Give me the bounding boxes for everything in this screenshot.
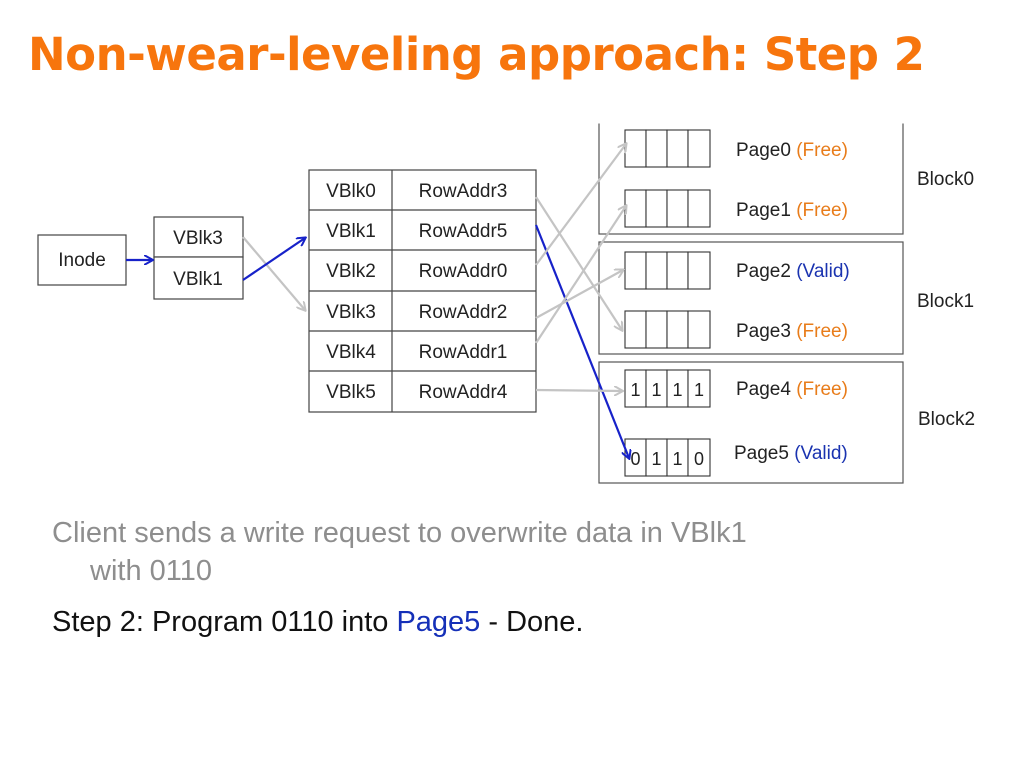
page-status-5: (Free) <box>796 379 848 400</box>
svg-text:Page4 (Free): Page4 (Free) <box>736 379 848 400</box>
mapping-table: VBlk0 RowAddr3 VBlk1 RowAddr5 VBlk2 RowA… <box>308 169 537 413</box>
page-5-bit-1: 1 <box>630 380 640 400</box>
table-row-addr-6: RowAddr4 <box>419 382 508 403</box>
table-row-addr-1: RowAddr3 <box>419 181 508 202</box>
description-line-1: Client sends a write request to overwrit… <box>52 517 747 549</box>
file-block-list: VBlk3 VBlk1 <box>153 216 244 300</box>
page-status-4: (Free) <box>796 321 848 342</box>
block-label-0: Block0 <box>917 169 974 190</box>
page-status-1: (Free) <box>796 140 848 161</box>
inode-box <box>37 234 127 286</box>
step-description: Step 2: Program 0110 into Page5 - Done. <box>52 603 952 641</box>
svg-text:Page3 (Free): Page3 (Free) <box>736 321 848 342</box>
table-row-addr-2: RowAddr5 <box>419 221 508 242</box>
page-3: Page2 (Valid) <box>624 251 850 290</box>
svg-text:Page1 (Free): Page1 (Free) <box>736 200 848 221</box>
step-label: Step 2 <box>52 606 136 638</box>
edge-2 <box>242 236 305 310</box>
step-text-after: - Done. <box>480 606 584 638</box>
page-6: 0 1 1 0 Page5 (Valid) <box>624 438 848 477</box>
edge-5 <box>534 224 629 458</box>
table-row-addr-5: RowAddr1 <box>419 342 508 363</box>
page-5-bit-3: 1 <box>672 380 682 400</box>
edge-4 <box>535 196 622 330</box>
mapping-diagram: Inode VBlk3 VBlk1 VBlk0 RowAddr3 VBlk1 R… <box>37 120 975 484</box>
edge-8 <box>535 206 626 344</box>
edge-9 <box>535 390 622 391</box>
page-5: 1 1 1 1 Page4 (Free) <box>624 369 848 408</box>
block-label-2: Block2 <box>918 409 975 430</box>
page-status-3: (Valid) <box>796 261 850 282</box>
page-name-6: Page5 <box>734 443 789 464</box>
page-status-6: (Valid) <box>794 443 848 464</box>
edge-6 <box>535 144 626 266</box>
table-vblk-2: VBlk1 <box>326 221 376 242</box>
page-name-1: Page0 <box>736 140 791 161</box>
request-description: Client sends a write request to overwrit… <box>52 514 912 590</box>
page-4: Page3 (Free) <box>624 310 848 349</box>
page-5-bit-2: 1 <box>651 380 661 400</box>
step-text-before: Program 0110 into <box>143 606 397 638</box>
file-block-2: VBlk1 <box>173 269 223 290</box>
table-vblk-3: VBlk2 <box>326 261 376 282</box>
page-name-5: Page4 <box>736 379 791 400</box>
table-vblk-4: VBlk3 <box>326 302 376 323</box>
table-row-addr-3: RowAddr0 <box>419 261 508 282</box>
mapping-arrows <box>126 144 629 458</box>
inode-label: Inode <box>58 250 106 271</box>
table-vblk-1: VBlk0 <box>326 181 376 202</box>
description-line-2: with 0110 <box>90 555 212 587</box>
step-separator: : <box>135 606 144 638</box>
edge-3 <box>242 238 305 281</box>
page-status-2: (Free) <box>796 200 848 221</box>
page-6-bit-1: 0 <box>630 449 640 469</box>
svg-text:Page0 (Free): Page0 (Free) <box>736 140 848 161</box>
block-label-1: Block1 <box>917 291 974 312</box>
table-row-addr-4: RowAddr2 <box>419 302 508 323</box>
page-6-bit-2: 1 <box>651 449 661 469</box>
svg-text:Page5 (Valid): Page5 (Valid) <box>734 443 848 464</box>
file-block-1: VBlk3 <box>173 228 223 249</box>
page-6-bit-4: 0 <box>694 449 704 469</box>
page-1: Page0 (Free) <box>624 129 848 168</box>
file-block-box-2 <box>153 256 244 300</box>
page-name-3: Page2 <box>736 261 791 282</box>
slide-title: Non-wear-leveling approach: Step 2 <box>28 28 925 81</box>
page-2: Page1 (Free) <box>624 189 848 228</box>
edge-7 <box>535 270 623 319</box>
svg-text:Page2 (Valid): Page2 (Valid) <box>736 261 850 282</box>
page-6-bit-3: 1 <box>672 449 682 469</box>
table-vblk-6: VBlk5 <box>326 382 376 403</box>
step-highlight-page: Page5 <box>396 606 481 638</box>
table-vblk-5: VBlk4 <box>326 342 376 363</box>
page-5-bit-4: 1 <box>694 380 704 400</box>
page-name-2: Page1 <box>736 200 791 221</box>
page-name-4: Page3 <box>736 321 791 342</box>
